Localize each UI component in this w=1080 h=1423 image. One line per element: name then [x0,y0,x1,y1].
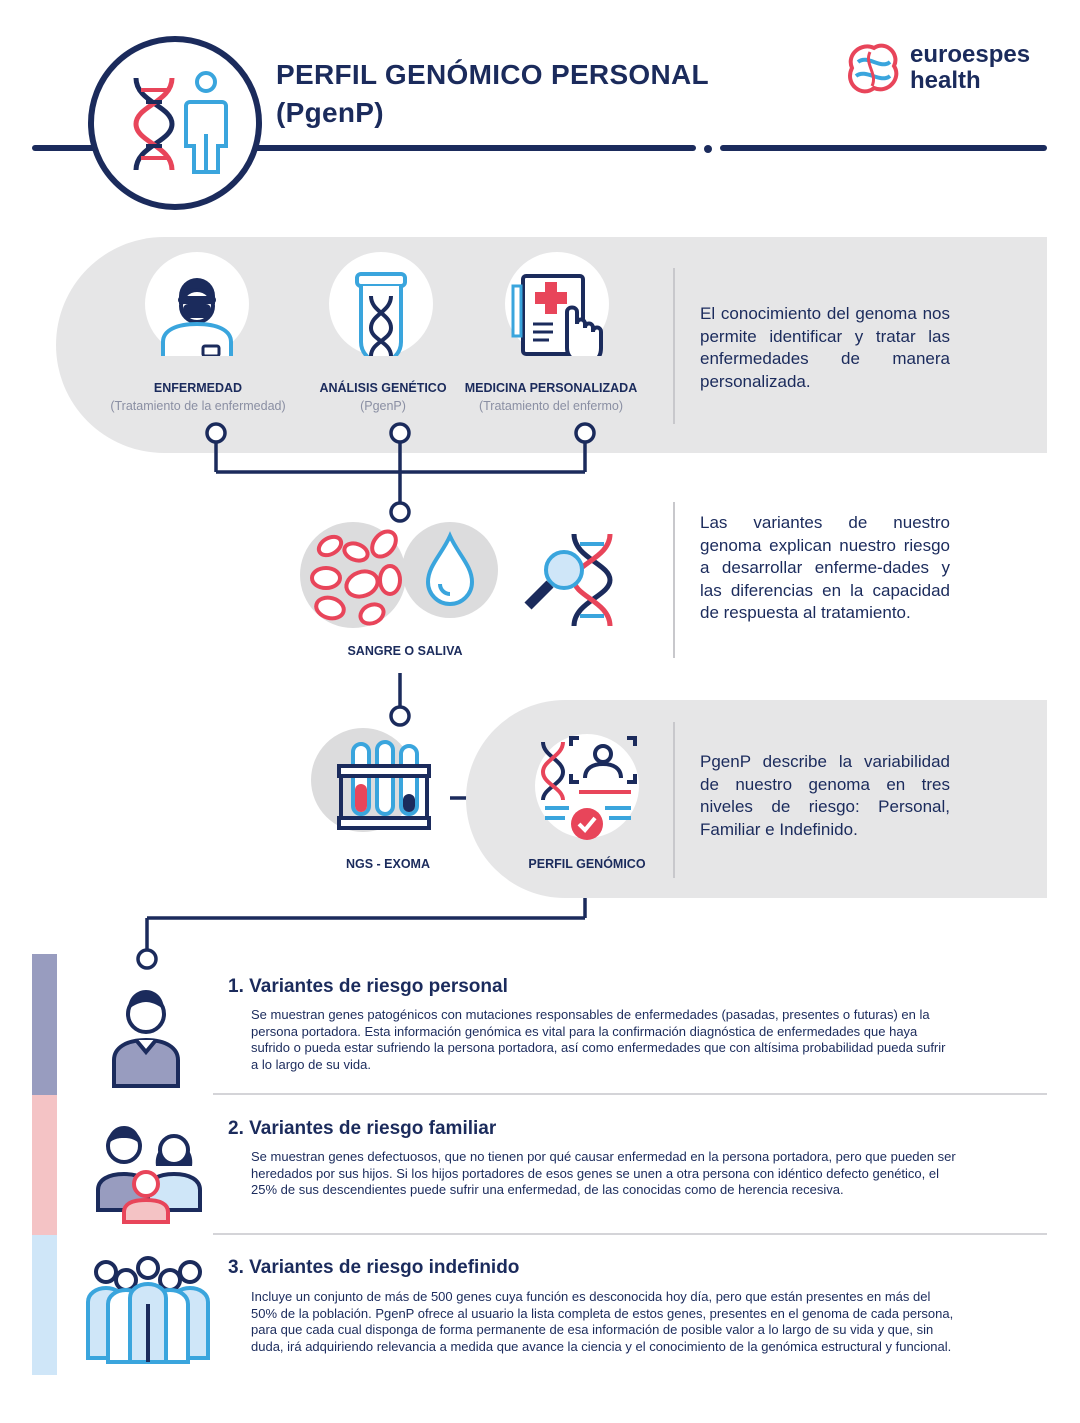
step-medicina-label: MEDICINA PERSONALIZADA [464,381,638,395]
ngs-caption: NGS - EXOMA [345,857,431,871]
step-enfermedad-caption: ENFERMEDAD (Tratamiento de la enfermedad… [92,379,304,415]
drop-icon [425,531,475,606]
connector-node [205,422,227,444]
connector-node [389,705,411,727]
level-bar-indefinido [32,1235,57,1375]
dna-tube-icon [355,272,407,356]
step-analisis-circle [329,252,433,356]
step-medicina-circle [505,252,609,356]
brain-logo-icon [848,43,899,94]
level-3-text: Incluye un conjunto de más de 500 genes … [251,1289,954,1354]
dna-magnifier [514,530,618,630]
dna-magnifier-icon [524,533,613,627]
step-analisis-label: ANÁLISIS GENÉTICO [319,381,447,395]
person-icon [112,990,180,1088]
title-line-2: (PgenP) [276,97,384,128]
title-line-1: PERFIL GENÓMICO PERSONAL [276,59,709,90]
header-rule-left [32,145,696,151]
profile-caption: PERFIL GENÓMICO [528,857,646,871]
level-1-title: 1. Variantes de riesgo personal [228,976,508,997]
info-text-3: PgenP describe la variabilidad de nuestr… [700,752,950,839]
step-enfermedad-circle [145,252,249,356]
genomic-profile-icon [540,736,637,840]
level-3-figure [84,1254,212,1366]
step-analisis-sub: (PgenP) [360,399,406,413]
separator-1 [673,268,675,424]
header-rule-right [720,145,1047,151]
step-medicina-caption: MEDICINA PERSONALIZADA (Tratamiento del … [460,379,642,415]
connector-node [389,422,411,444]
page-title: PERFIL GENÓMICO PERSONAL (PgenP) [276,56,709,132]
level-2-title: 2. Variantes de riesgo familiar [228,1118,497,1139]
connector-node [136,948,158,970]
level-bar-personal [32,954,57,1095]
group-icon [86,1256,210,1364]
level-bar-familiar [32,1095,57,1235]
separator-2 [673,502,675,658]
medical-record-icon [511,274,603,356]
separator-3 [673,722,675,878]
blood-sample-circle [300,522,406,628]
step-enfermedad-label: ENFERMEDAD [153,381,243,395]
saliva-sample-circle [402,522,498,618]
ngs-circle [311,728,431,832]
level-1-text: Se muestran genes patogénicos con mutaci… [251,1007,946,1072]
level-2-figure [94,1118,204,1226]
family-icon [96,1126,202,1224]
doctor-icon [161,278,233,356]
brand-name: euroespes health [910,42,1030,94]
blood-cells-icon [310,529,402,626]
connector-node [574,422,596,444]
info-text-2: Las variantes de nuestro genoma explican… [700,513,950,622]
level-1-figure [104,980,188,1090]
header-emblem [88,36,262,210]
level-divider-2 [213,1233,1047,1235]
info-text-1: El conocimiento del genoma nos permite i… [700,304,950,391]
flow-connectors [136,422,596,970]
brand-logo [842,38,902,100]
dna-person-icon [133,71,228,174]
level-2-text: Se muestran genes defectuosos, que no ti… [251,1149,956,1197]
connector-node [389,501,411,523]
test-tubes-rack-icon [337,740,431,830]
level-divider-1 [213,1093,1047,1095]
level-3-title: 3. Variantes de riesgo indefinido [228,1257,520,1278]
sample-caption: SANGRE O SALIVA [347,644,463,658]
step-medicina-sub: (Tratamiento del enfermo) [478,399,624,413]
step-enfermedad-sub: (Tratamiento de la enfermedad) [110,399,286,413]
brand-line-2: health [910,67,981,94]
step-analisis-caption: ANÁLISIS GENÉTICO (PgenP) [310,379,456,415]
header-rule-dot [704,145,712,153]
profile-circle [535,734,639,840]
brand-line-1: euroespes [910,41,1031,68]
